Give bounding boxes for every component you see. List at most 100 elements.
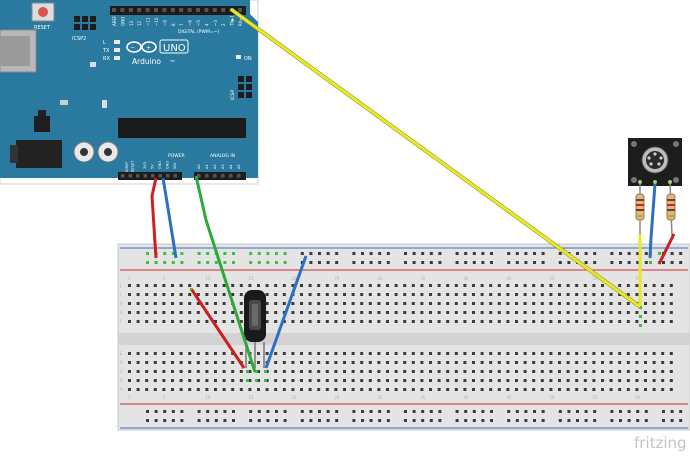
breadboard-hole[interactable] [334,370,338,373]
breadboard-hole[interactable] [652,320,656,323]
analog-pin-hole[interactable] [197,174,201,178]
breadboard-hole[interactable] [489,311,493,314]
breadboard-hole[interactable] [661,284,665,287]
breadboard-hole[interactable] [515,388,518,391]
breadboard-hole[interactable] [454,284,458,287]
breadboard-hole[interactable] [463,379,467,382]
breadboard-hole[interactable] [635,293,639,296]
breadboard-hole[interactable] [386,361,389,364]
breadboard-hole[interactable] [583,302,587,305]
breadboard-hole[interactable] [351,379,355,382]
breadboard-hole[interactable] [128,370,131,373]
breadboard-hole[interactable] [377,284,381,287]
breadboard-hole[interactable] [601,379,604,382]
breadboard-hole[interactable] [472,311,475,314]
breadboard-hole[interactable] [583,352,587,355]
breadboard-hole[interactable] [497,361,501,364]
breadboard-hole[interactable] [291,284,295,287]
rail-hole[interactable] [515,261,519,264]
breadboard-hole[interactable] [377,320,381,323]
breadboard-hole[interactable] [420,293,424,296]
rail-hole[interactable] [662,410,665,413]
breadboard-hole[interactable] [411,388,415,391]
rail-hole[interactable] [515,419,519,422]
rail-hole[interactable] [386,419,390,422]
breadboard-hole[interactable] [351,293,355,296]
breadboard-hole[interactable] [472,352,475,355]
breadboard-hole[interactable] [334,361,338,364]
breadboard-hole[interactable] [540,361,544,364]
breadboard-hole[interactable] [515,370,518,373]
breadboard-hole[interactable] [523,293,527,296]
digital-pin-hole[interactable] [170,8,175,12]
breadboard-hole[interactable] [248,379,252,382]
rail-hole[interactable] [455,261,459,264]
breadboard-hole[interactable] [626,293,630,296]
breadboard-hole[interactable] [291,320,295,323]
breadboard-hole[interactable] [317,302,321,305]
breadboard-hole[interactable] [558,311,561,314]
breadboard-hole[interactable] [377,388,381,391]
rail-hole[interactable] [490,261,493,264]
breadboard-hole[interactable] [325,293,329,296]
rail-hole[interactable] [223,410,227,413]
rail-hole[interactable] [369,419,373,422]
breadboard-hole[interactable] [171,361,174,364]
breadboard-hole[interactable] [635,320,639,323]
breadboard-hole[interactable] [489,284,493,287]
connected-hole[interactable] [639,306,642,309]
breadboard-hole[interactable] [196,302,200,305]
breadboard-hole[interactable] [480,352,484,355]
resistor-left[interactable] [635,184,645,236]
rail-hole[interactable] [649,261,652,264]
breadboard-hole[interactable] [532,379,536,382]
breadboard-hole[interactable] [644,388,647,391]
breadboard-hole[interactable] [325,320,329,323]
breadboard-hole[interactable] [411,293,415,296]
breadboard-hole[interactable] [317,320,321,323]
breadboard-hole[interactable] [454,293,458,296]
rail-hole[interactable] [326,261,330,264]
breadboard-hole[interactable] [411,284,415,287]
rail-hole[interactable] [679,261,683,264]
wire-green-a0[interactable] [194,175,257,373]
breadboard-hole[interactable] [618,293,622,296]
rail-hole[interactable] [533,261,536,264]
breadboard-hole[interactable] [437,370,441,373]
breadboard-hole[interactable] [446,388,450,391]
breadboard-hole[interactable] [136,370,140,373]
breadboard-hole[interactable] [205,388,209,391]
connected-hole[interactable] [255,370,258,373]
breadboard-hole[interactable] [257,284,260,287]
rail-hole[interactable] [352,261,356,264]
breadboard-hole[interactable] [575,361,579,364]
breadboard-hole[interactable] [532,370,536,373]
breadboard-hole[interactable] [300,361,303,364]
breadboard-hole[interactable] [334,302,338,305]
breadboard-hole[interactable] [334,284,338,287]
rail-hole[interactable] [249,419,253,422]
rail-hole[interactable] [670,261,674,264]
breadboard-hole[interactable] [420,361,424,364]
breadboard-hole[interactable] [515,379,518,382]
breadboard-hole[interactable] [626,320,630,323]
breadboard-hole[interactable] [532,320,536,323]
breadboard-hole[interactable] [437,361,441,364]
breadboard-hole[interactable] [480,293,484,296]
breadboard-hole[interactable] [644,311,647,314]
breadboard-hole[interactable] [661,379,665,382]
digital-pin-hole[interactable] [145,8,150,12]
rail-hole[interactable] [232,419,235,422]
breadboard-hole[interactable] [317,388,321,391]
connected-hole[interactable] [264,379,267,382]
breadboard-hole[interactable] [300,379,303,382]
breadboard-hole[interactable] [136,352,140,355]
breadboard-hole[interactable] [360,361,364,364]
rail-hole[interactable] [464,252,468,255]
breadboard-hole[interactable] [214,379,217,382]
rail-hole[interactable] [584,410,588,413]
rail-hole[interactable] [412,410,416,413]
breadboard-hole[interactable] [265,388,269,391]
breadboard-hole[interactable] [609,361,613,364]
breadboard-hole[interactable] [360,388,364,391]
